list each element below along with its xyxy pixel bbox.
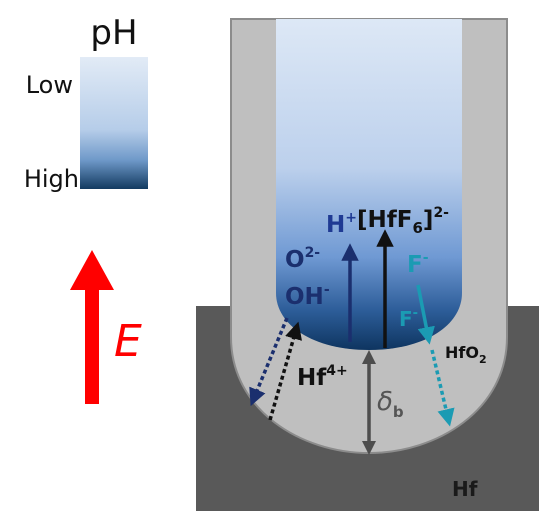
f-minus-arrow [416,284,435,345]
fluoride-ion-label-top: F- [407,250,429,278]
electrolyte-pore [276,19,462,350]
hf4-ion-label: Hf4+ [297,363,348,391]
h-plus-label: H+ [326,210,357,238]
hfo2-label: HfO2 [445,343,487,366]
ph-legend-title: pH [90,13,137,53]
ph-gradient-bar [80,57,148,189]
ph-high-label: High [24,165,79,193]
fluoride-ion-label-mid: F- [399,306,418,331]
barrier-thickness-label: δb [377,387,404,421]
hff6-label: [HfF6]2- [357,205,449,237]
hf-metal-label: Hf [452,477,478,501]
hf4-inward-arrow [268,321,302,421]
ph-low-label: Low [26,71,73,99]
hydroxide-ion-label: OH- [285,282,330,310]
electric-field-symbol: E [114,316,142,367]
o2-outward-arrow [249,317,289,407]
electric-field-arrow [70,250,114,404]
f-minus-dotted-arrow [430,349,455,427]
oxygen-ion-label: O2- [285,245,320,273]
